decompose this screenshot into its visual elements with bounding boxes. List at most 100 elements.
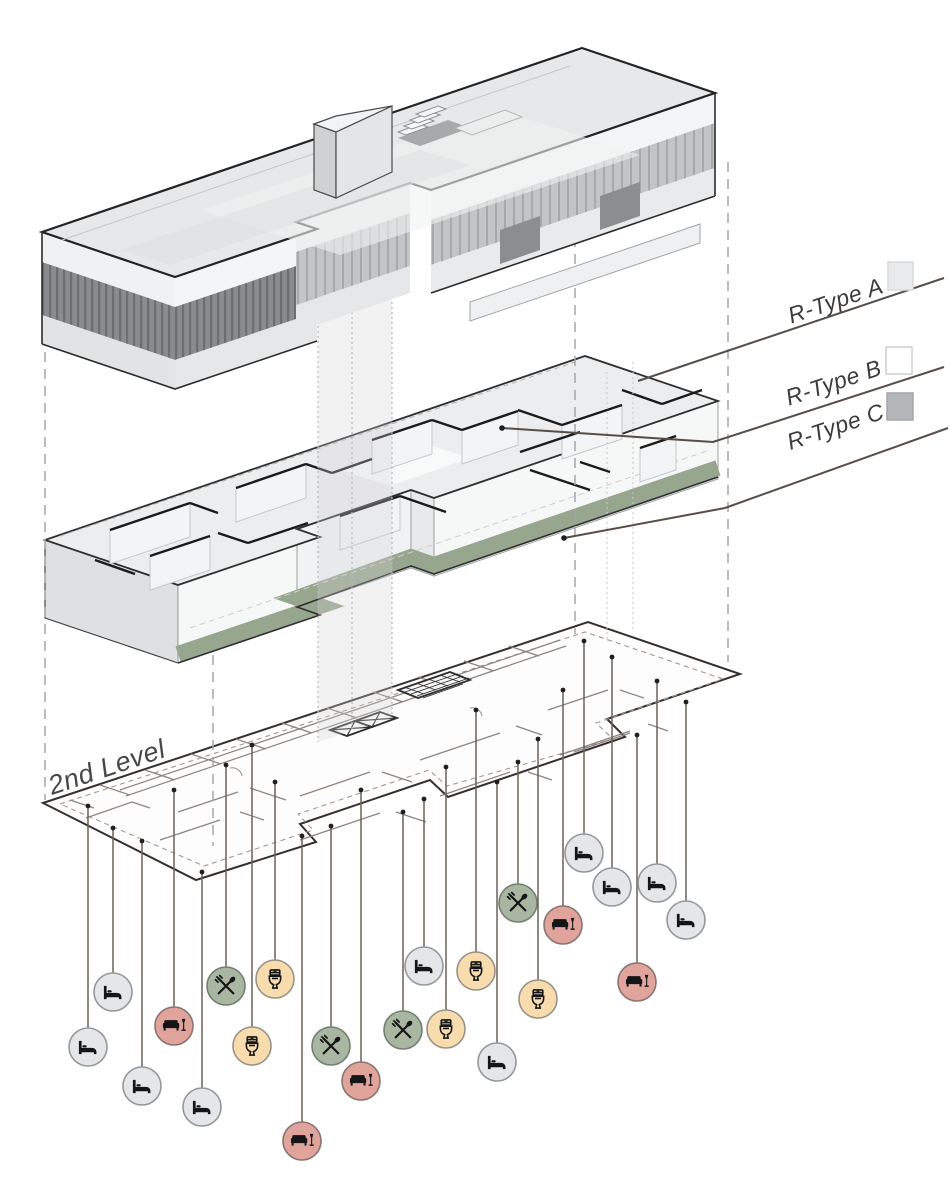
roof-core-left-face	[313, 123, 337, 199]
plan-anchor-dot	[443, 764, 449, 770]
plan-anchor-dot	[299, 833, 305, 839]
balcony-slab	[469, 223, 701, 322]
plan-anchor-dot	[249, 742, 255, 748]
balcony-deck-band	[175, 460, 721, 662]
plan-anchor-dot	[199, 869, 205, 875]
living-room-bubble	[341, 787, 381, 1101]
bedroom-bubble	[404, 796, 444, 986]
balcony-deck-outline	[177, 476, 719, 664]
dining-bubble	[311, 823, 351, 1066]
plan-anchor-dot	[683, 699, 689, 705]
base-band	[42, 315, 175, 389]
bathroom-bubble	[232, 742, 272, 1066]
swatch-type-a	[887, 261, 914, 291]
living-room-bubble	[543, 687, 583, 945]
swatch-type-c	[886, 392, 914, 421]
bubble-circle	[592, 867, 632, 907]
plan-anchor-dot	[609, 654, 615, 660]
leader-line-type-b	[501, 366, 945, 444]
window-band	[175, 259, 317, 360]
plan-anchor-dot	[85, 803, 91, 809]
extruded-walls	[109, 404, 677, 591]
plan-sheet	[40, 620, 744, 882]
bedroom-bubble	[637, 678, 677, 903]
bubble-circle	[564, 833, 604, 873]
bubble-circle	[404, 946, 444, 986]
dining-bubble	[383, 809, 423, 1050]
bathroom-bubble	[518, 736, 558, 1019]
middle-level-back-dashed	[59, 361, 576, 537]
bubble-circle	[182, 1087, 222, 1127]
parapet-band	[175, 229, 317, 307]
plan-anchor-dot	[535, 736, 541, 742]
bedroom-bubble	[477, 779, 517, 1082]
legend-label-type-a: R-Type A	[785, 272, 887, 328]
plan-anchor-dot	[515, 759, 521, 765]
plan-anchor-dot	[400, 809, 406, 815]
dining-bubble	[206, 762, 246, 1006]
plan-anchor-dot	[634, 732, 640, 738]
leader-line-type-c	[563, 427, 949, 539]
leader-line-type-a	[637, 277, 945, 382]
plan-anchor-dot	[654, 678, 660, 684]
bedroom-bubble	[666, 699, 706, 940]
plan-anchor-dot	[358, 787, 364, 793]
living-room-bubble	[617, 732, 657, 1002]
leader-dot-type-b	[499, 425, 505, 431]
roof-stair-steps	[396, 105, 448, 136]
bubble-circle	[122, 1066, 162, 1106]
bedroom-bubble	[592, 654, 632, 907]
middle-level-walls	[94, 388, 703, 576]
plan-anchor-dot	[560, 687, 566, 693]
plan-anchor-dot	[110, 825, 116, 831]
middle-level-floor	[42, 355, 721, 664]
living-room-bubble	[282, 833, 322, 1161]
plan-anchor-dot	[421, 796, 427, 802]
middle-level-front-dashed	[189, 449, 711, 629]
building-massing	[38, 46, 719, 390]
bathroom-bubble	[255, 779, 295, 999]
plan-anchor-dot	[139, 838, 145, 844]
bedroom-bubble	[93, 825, 133, 1012]
bubble-circle	[477, 1042, 517, 1082]
bubble-circle	[93, 972, 133, 1012]
elevator-boxes	[327, 711, 400, 737]
leader-dot-type-c	[561, 535, 567, 541]
plan-wall-lines	[69, 639, 669, 841]
massing-outline	[41, 93, 716, 390]
plan-anchor-dot	[171, 787, 177, 793]
parapet-band	[42, 232, 175, 307]
bedroom-bubble	[564, 638, 604, 873]
plan-anchor-dot	[494, 779, 500, 785]
bubble-circle	[637, 863, 677, 903]
stair-hatch	[395, 671, 473, 699]
bedroom-bubble	[68, 803, 108, 1067]
plan-anchor-dot	[581, 638, 587, 644]
living-room-bubble	[154, 787, 194, 1046]
roof-tone	[200, 110, 640, 255]
swatch-type-b	[885, 346, 913, 375]
stair-landing	[453, 109, 524, 136]
dining-bubble	[498, 759, 538, 923]
bedroom-bubble	[122, 838, 162, 1106]
amenity-bubbles	[68, 638, 706, 1161]
roof-core-top	[312, 105, 393, 133]
bubble-circle	[666, 900, 706, 940]
plan-anchor-dot	[272, 779, 278, 785]
base-band	[175, 312, 317, 389]
plan-anchor-dot	[328, 823, 334, 829]
base-band	[296, 266, 410, 332]
bathroom-bubble	[456, 707, 496, 991]
plan-anchor-dot	[473, 707, 479, 713]
bubble-circle	[68, 1027, 108, 1067]
bathroom-bubble	[426, 764, 466, 1049]
middle-level-core-opening	[340, 442, 470, 486]
bedroom-bubble	[182, 869, 222, 1127]
plan-anchor-dot	[223, 762, 229, 768]
window-recess	[500, 182, 640, 264]
plan-dashed-border	[58, 631, 725, 867]
stair-shadow	[398, 120, 470, 146]
window-band	[42, 262, 175, 360]
roof-shadow	[120, 150, 470, 265]
